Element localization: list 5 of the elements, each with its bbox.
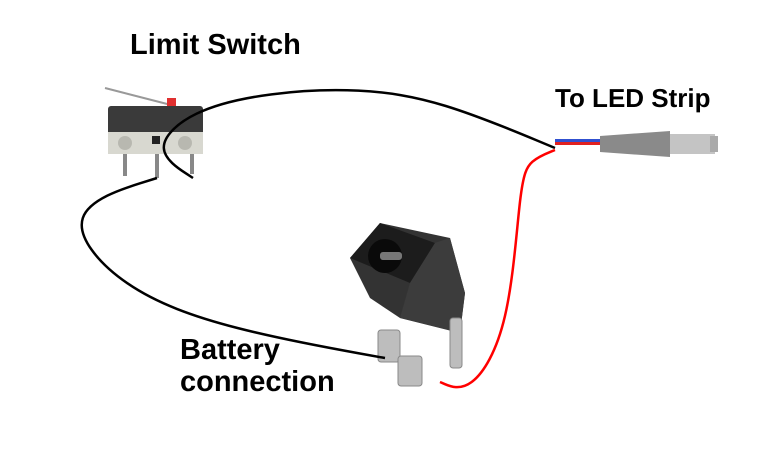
component-label: Limit Switch <box>130 30 302 62</box>
component-label: Battery connection <box>180 335 336 399</box>
wire <box>440 148 556 388</box>
component-label: To LED Strip <box>555 84 712 113</box>
wire <box>162 88 556 180</box>
